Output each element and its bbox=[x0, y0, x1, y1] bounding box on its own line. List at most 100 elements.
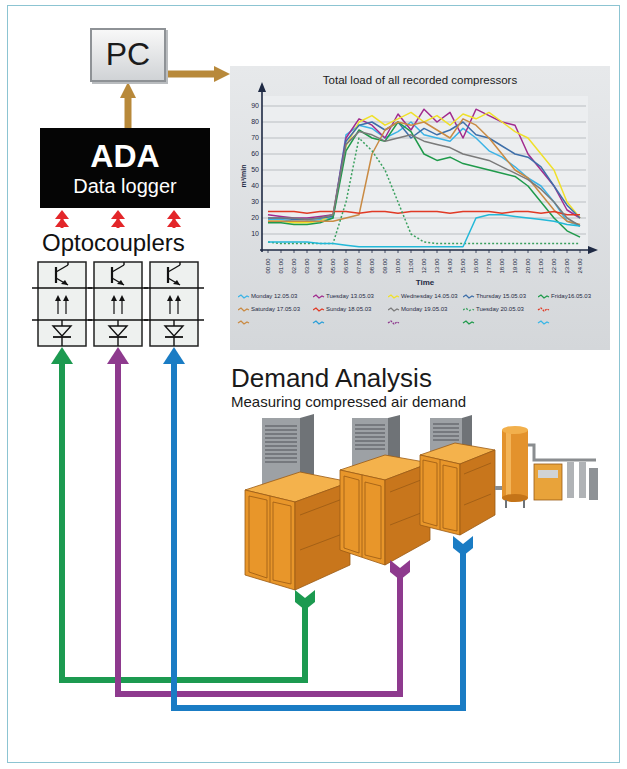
compressor-unit bbox=[344, 476, 359, 553]
signal-wire bbox=[295, 590, 315, 610]
air-treatment bbox=[567, 462, 574, 498]
compressor-ducts bbox=[265, 426, 297, 462]
node-subtext: Data logger bbox=[73, 175, 176, 197]
compressor-unit bbox=[249, 496, 267, 578]
signal-arrow bbox=[167, 218, 181, 227]
air-treatment bbox=[502, 430, 528, 498]
compressor-unit bbox=[460, 450, 495, 535]
compressor-unit bbox=[340, 455, 430, 565]
air-treatment bbox=[506, 432, 511, 496]
air-treatment bbox=[579, 462, 586, 498]
compressor-ducts bbox=[355, 432, 385, 433]
legend-sample bbox=[313, 295, 324, 298]
figure-subtitle: Measuring compressed air demand bbox=[231, 394, 466, 411]
compressor-ducts bbox=[265, 445, 297, 446]
data-series bbox=[268, 212, 580, 215]
compressor-unit bbox=[464, 494, 491, 505]
node-heading: PC bbox=[106, 37, 150, 72]
signal-arrow bbox=[111, 218, 125, 227]
legend-entry: Wednesday 14.05.03 bbox=[401, 293, 458, 300]
optocoupler-row bbox=[32, 262, 204, 346]
compressor-unit bbox=[440, 459, 441, 530]
data-series bbox=[268, 215, 580, 247]
node-heading: ADA bbox=[90, 139, 159, 174]
axis-value: 40 bbox=[251, 182, 259, 190]
legend-sample bbox=[238, 308, 249, 311]
axis-value: 70 bbox=[251, 134, 259, 142]
compressor-unit bbox=[464, 463, 491, 474]
grid-line bbox=[262, 106, 586, 107]
legend-sample bbox=[313, 321, 324, 324]
air-treatment bbox=[502, 426, 528, 434]
y-axis bbox=[261, 88, 263, 252]
y-axis-arrow bbox=[258, 82, 266, 92]
legend-sample bbox=[313, 294, 325, 300]
compressor-ducts bbox=[355, 436, 385, 437]
time-tick: 24:00 bbox=[577, 258, 584, 273]
signal-arrow bbox=[55, 210, 69, 219]
axis-value: 50 bbox=[251, 166, 259, 174]
compressor-ducts bbox=[265, 437, 297, 438]
data-series bbox=[268, 119, 580, 225]
air-treatment bbox=[538, 470, 558, 478]
data-logger-box: ADAData logger bbox=[40, 128, 210, 208]
compressor-unit bbox=[420, 443, 495, 535]
compressor-ducts bbox=[355, 424, 385, 425]
time-tick: 18:00 bbox=[499, 258, 506, 273]
compressor-unit bbox=[300, 498, 345, 515]
time-tick: 15:00 bbox=[460, 258, 467, 273]
compressor-ducts bbox=[355, 428, 385, 429]
optocoupler-symbol bbox=[88, 262, 148, 346]
signal-wire bbox=[163, 347, 185, 364]
compressor-ducts bbox=[355, 448, 385, 449]
time-tick: 11:00 bbox=[408, 259, 415, 274]
x-axis bbox=[260, 249, 592, 251]
time-tick: 09:00 bbox=[382, 258, 389, 273]
connector-arrow bbox=[125, 92, 132, 128]
optocoupler-symbol bbox=[32, 262, 92, 346]
air-treatment bbox=[495, 426, 598, 508]
axis-value: 60 bbox=[251, 150, 259, 158]
legend-sample bbox=[538, 294, 550, 300]
chart-title: Total load of all recorded compressors bbox=[323, 74, 517, 87]
legend-entry: Monday 19.05.03 bbox=[401, 306, 447, 313]
x-axis-arrow bbox=[588, 246, 598, 254]
axis-value: 10 bbox=[251, 230, 259, 238]
legend-sample bbox=[388, 295, 399, 298]
compressor-unit bbox=[245, 490, 295, 590]
legend-entry: Friday16.05.03 bbox=[551, 293, 591, 300]
legend-sample bbox=[388, 308, 399, 311]
time-tick: 02:00 bbox=[291, 258, 298, 273]
legend-sample bbox=[463, 308, 474, 311]
axis-value: 80 bbox=[251, 118, 259, 126]
pc-box: PC bbox=[90, 28, 166, 82]
signal-arrow bbox=[167, 210, 181, 219]
legend-sample bbox=[463, 294, 475, 300]
compressor-unit bbox=[245, 472, 350, 590]
time-tick: 22:00 bbox=[551, 258, 558, 273]
compressor-ducts bbox=[433, 435, 459, 436]
time-tick: 16:00 bbox=[473, 258, 480, 273]
data-series bbox=[268, 122, 580, 237]
compressor-unit bbox=[270, 496, 271, 582]
data-series bbox=[268, 122, 580, 220]
legend-sample bbox=[463, 321, 474, 324]
compressor-ducts bbox=[355, 425, 385, 449]
time-tick: 01:00 bbox=[278, 258, 285, 273]
legend-entry: Sunday 18.05.03 bbox=[326, 306, 371, 313]
compressor-ducts bbox=[265, 429, 297, 430]
compressor-unit bbox=[362, 475, 363, 557]
legend-sample bbox=[463, 295, 474, 298]
data-series bbox=[268, 109, 580, 218]
time-tick: 05:00 bbox=[330, 258, 337, 273]
chart-panel: Total load of all recorded compressors90… bbox=[230, 66, 610, 350]
signal-wire bbox=[453, 536, 473, 556]
frame-border bbox=[8, 6, 620, 763]
signal-wire bbox=[107, 347, 129, 364]
legend-sample bbox=[388, 321, 399, 324]
compressor-ducts bbox=[433, 439, 459, 440]
compressor-ducts bbox=[265, 453, 297, 454]
legend-entry: Tuesday 13.05.03 bbox=[326, 293, 374, 300]
compressor-ducts bbox=[265, 433, 297, 434]
legend-sample bbox=[313, 307, 325, 313]
